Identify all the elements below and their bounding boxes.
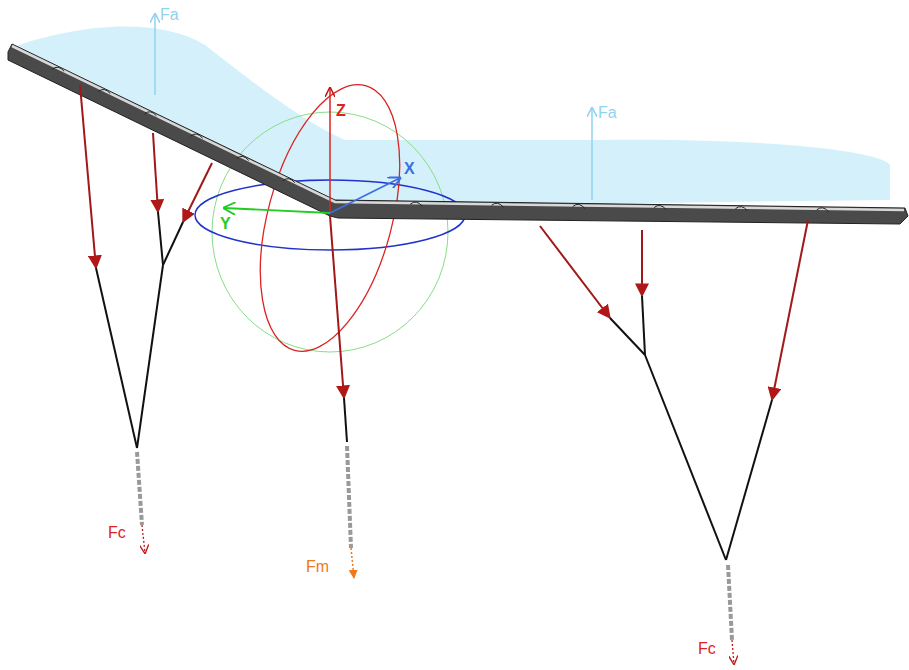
rib-seam [237, 156, 249, 160]
rib-seam [410, 202, 422, 206]
rib-seam [654, 205, 666, 209]
rib-seam [52, 67, 64, 71]
ribs [52, 67, 829, 212]
axis-label: Z [336, 102, 346, 120]
rib-seam [735, 207, 747, 211]
z-axis [329, 88, 331, 213]
axis-label: Y [220, 215, 231, 233]
force-label: Fm [306, 558, 329, 576]
lift-arrow [591, 108, 593, 200]
axis-label: X [404, 160, 415, 178]
y-axis [224, 208, 330, 213]
rib-seam [573, 204, 585, 208]
right-bridle [540, 220, 808, 664]
x-axis [330, 178, 400, 213]
left-bridle [80, 85, 212, 553]
lift-arrow [154, 14, 156, 95]
rib-seam [191, 134, 203, 138]
leading-edge [8, 44, 908, 224]
main-line [330, 216, 354, 578]
rib-seam [817, 208, 829, 212]
force-label: Fc [698, 640, 716, 658]
force-label: Fa [598, 104, 617, 122]
rib-seam [144, 112, 156, 116]
force-label: Fa [160, 6, 179, 24]
rib-seam [98, 89, 110, 93]
leading-edge-highlight [12, 46, 904, 210]
force-label: Fc [108, 524, 126, 542]
rib-seam [492, 203, 504, 207]
rib-seam [283, 179, 295, 183]
